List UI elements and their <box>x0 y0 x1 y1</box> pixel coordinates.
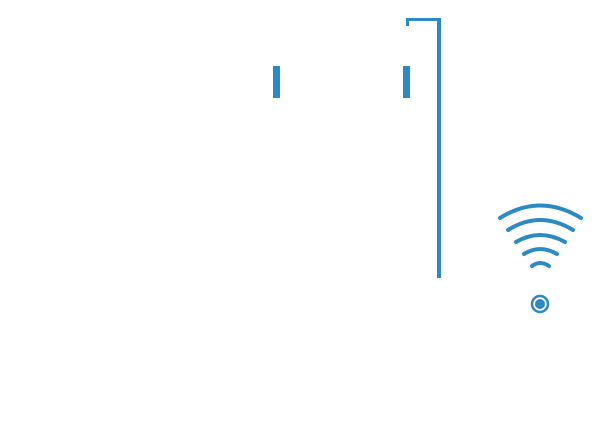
wifi-arc-2 <box>514 233 567 244</box>
signal-dot-ring <box>530 294 550 314</box>
wifi-arc-3 <box>506 218 575 232</box>
bracket-top-segment <box>406 18 441 21</box>
right-tick-mark <box>403 66 410 98</box>
wifi-arc-outer <box>498 203 583 220</box>
wifi-arc-inner <box>530 261 551 268</box>
signal-dot-icon <box>535 299 545 309</box>
wifi-arc-1 <box>522 247 559 256</box>
bracket-side-segment <box>437 18 441 278</box>
wifi-icon <box>498 203 583 314</box>
left-tick-mark <box>273 66 280 98</box>
bracket-stub-segment <box>406 18 409 26</box>
